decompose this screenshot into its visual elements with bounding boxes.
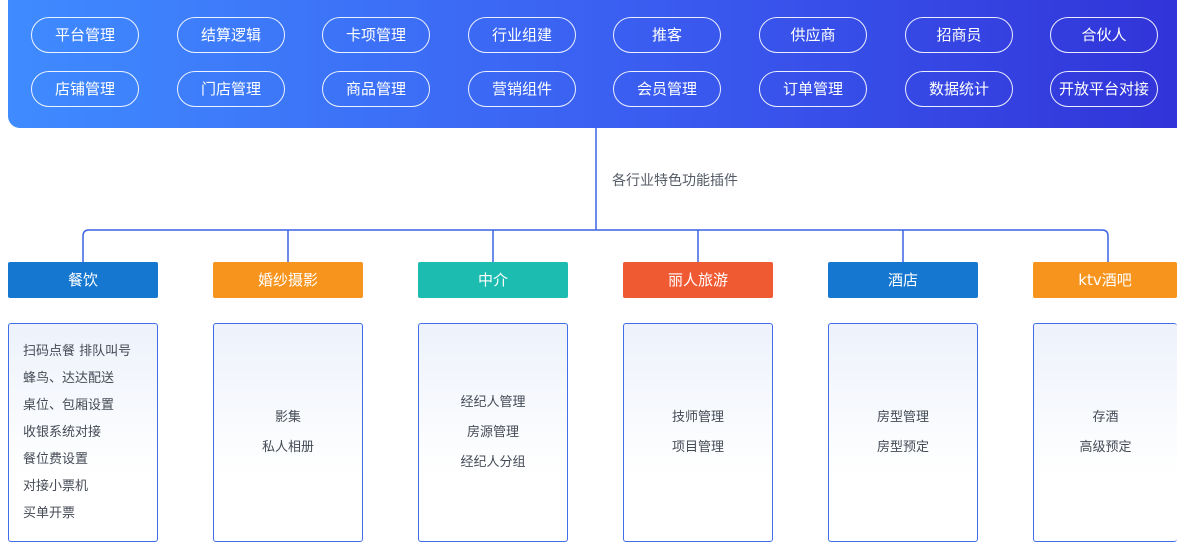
module-pill[interactable]: 供应商 [759,17,867,53]
feature-item: 经纪人管理 [460,394,526,410]
industry-header: ktv酒吧 [1033,262,1177,298]
feature-item: 对接小票机 [23,479,89,494]
module-pill[interactable]: 招商员 [905,17,1013,53]
feature-item: 餐位费设置 [23,452,89,467]
module-pill[interactable]: 商品管理 [322,71,430,107]
feature-item: 买单开票 [23,506,76,521]
industry-header: 丽人旅游 [623,262,773,298]
industry-feature-card: 扫码点餐 排队叫号蜂鸟、达达配送桌位、包厢设置收银系统对接餐位费设置对接小票机买… [8,323,158,542]
feature-item: 房源管理 [466,424,519,440]
feature-item: 房型管理 [876,409,929,425]
industry-feature-card: 房型管理房型预定 [828,323,978,542]
feature-item: 技师管理 [671,409,724,425]
industry-header: 婚纱摄影 [213,262,363,298]
feature-item: 私人相册 [261,439,314,455]
feature-item: 高级预定 [1079,439,1132,455]
feature-item: 扫码点餐 排队叫号 [23,344,132,359]
feature-item: 影集 [274,409,301,425]
module-pill[interactable]: 平台管理 [31,17,139,53]
industry-feature-card: 影集私人相册 [213,323,363,542]
industry-header: 中介 [418,262,568,298]
module-pill[interactable]: 行业组建 [468,17,576,53]
feature-item: 存酒 [1092,409,1119,425]
module-pill[interactable]: 会员管理 [613,71,721,107]
module-pill[interactable]: 开放平台对接 [1050,71,1158,107]
module-pill[interactable]: 卡项管理 [322,17,430,53]
module-pill[interactable]: 合伙人 [1050,17,1158,53]
feature-item: 经纪人分组 [460,454,526,470]
branch-bar [82,229,1109,262]
module-pill[interactable]: 店铺管理 [31,71,139,107]
module-pill[interactable]: 结算逻辑 [177,17,285,53]
industry-feature-card: 存酒高级预定 [1033,323,1177,542]
module-pill[interactable]: 营销组件 [468,71,576,107]
industry-feature-card: 经纪人管理房源管理经纪人分组 [418,323,568,542]
feature-item: 收银系统对接 [23,425,102,440]
module-pill[interactable]: 门店管理 [177,71,285,107]
feature-item: 蜂鸟、达达配送 [23,371,115,386]
feature-item: 项目管理 [671,439,724,455]
plugin-section-label: 各行业特色功能插件 [612,173,738,189]
industry-header: 餐饮 [8,262,158,298]
feature-item: 桌位、包厢设置 [23,398,115,413]
module-pill[interactable]: 数据统计 [905,71,1013,107]
module-pill[interactable]: 推客 [613,17,721,53]
feature-item: 房型预定 [876,439,929,455]
industry-header: 酒店 [828,262,978,298]
industry-feature-card: 技师管理项目管理 [623,323,773,542]
module-pill[interactable]: 订单管理 [759,71,867,107]
